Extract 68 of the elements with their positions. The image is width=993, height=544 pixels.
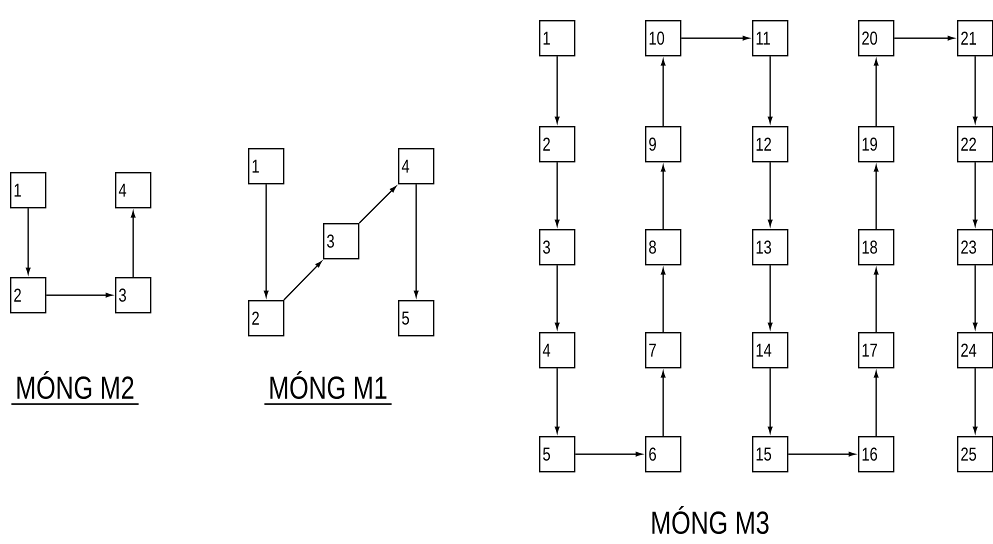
arrow xyxy=(660,165,666,229)
arrow xyxy=(283,261,322,300)
numbered-box: 25 xyxy=(957,436,993,472)
numbered-box: 2 xyxy=(10,277,46,314)
arrow xyxy=(26,208,30,274)
arrow xyxy=(768,368,772,434)
arrow xyxy=(660,59,666,126)
arrow xyxy=(874,371,878,436)
arrow xyxy=(554,56,560,124)
arrow xyxy=(554,368,560,434)
arrow xyxy=(554,265,560,330)
arrow xyxy=(874,165,878,229)
arrow xyxy=(264,184,268,298)
numbered-box: 2 xyxy=(539,126,576,162)
numbered-box: 12 xyxy=(752,126,788,162)
arrow xyxy=(660,268,666,332)
numbered-box: 10 xyxy=(645,20,682,56)
arrow xyxy=(874,59,878,126)
numbered-box: 16 xyxy=(858,436,894,472)
numbered-box: 19 xyxy=(858,126,894,162)
arrow xyxy=(972,162,978,226)
numbered-box: 4 xyxy=(398,148,434,184)
numbered-box: 2 xyxy=(248,300,284,336)
numbered-box: 11 xyxy=(752,20,788,56)
arrow xyxy=(575,452,642,456)
arrow xyxy=(130,211,136,277)
arrow xyxy=(768,162,772,226)
numbered-box: 6 xyxy=(645,436,682,472)
numbered-box: 14 xyxy=(752,332,788,368)
numbered-box: 3 xyxy=(539,229,576,266)
underlined-title: MÓNG M2 xyxy=(11,370,139,405)
arrow xyxy=(414,184,418,298)
numbered-box: 5 xyxy=(539,436,576,472)
underlined-title: MÓNG M1 xyxy=(264,370,392,405)
arrow xyxy=(660,371,666,436)
arrow xyxy=(768,56,772,124)
title: MÓNG M3 xyxy=(652,506,769,534)
numbered-box: 8 xyxy=(645,229,682,266)
numbered-box: 1 xyxy=(539,20,576,56)
numbered-box: 15 xyxy=(752,436,788,472)
numbered-box: 21 xyxy=(957,20,993,56)
arrow xyxy=(972,265,978,330)
numbered-box: 1 xyxy=(10,172,46,208)
numbered-box: 5 xyxy=(398,300,434,336)
numbered-box: 4 xyxy=(539,332,576,368)
numbered-box: 1 xyxy=(248,148,284,184)
arrow xyxy=(46,292,112,298)
arrow xyxy=(894,36,954,40)
numbered-box: 22 xyxy=(957,126,993,162)
numbered-box: 24 xyxy=(957,332,993,368)
arrow xyxy=(972,56,978,124)
numbered-box: 13 xyxy=(752,229,788,266)
numbered-box: 4 xyxy=(115,172,152,208)
numbered-box: 3 xyxy=(115,277,152,314)
arrow xyxy=(788,452,856,456)
arrow xyxy=(972,368,978,434)
numbered-box: 7 xyxy=(645,332,682,368)
numbered-box: 9 xyxy=(645,126,682,162)
numbered-box: 23 xyxy=(957,229,993,266)
numbered-box: 20 xyxy=(858,20,894,56)
arrow xyxy=(681,36,750,40)
arrow xyxy=(768,265,772,330)
arrow xyxy=(554,162,560,226)
arrow xyxy=(358,186,396,224)
numbered-box: 18 xyxy=(858,229,894,266)
arrow xyxy=(874,268,878,332)
numbered-box: 3 xyxy=(323,223,360,260)
numbered-box: 17 xyxy=(858,332,894,368)
